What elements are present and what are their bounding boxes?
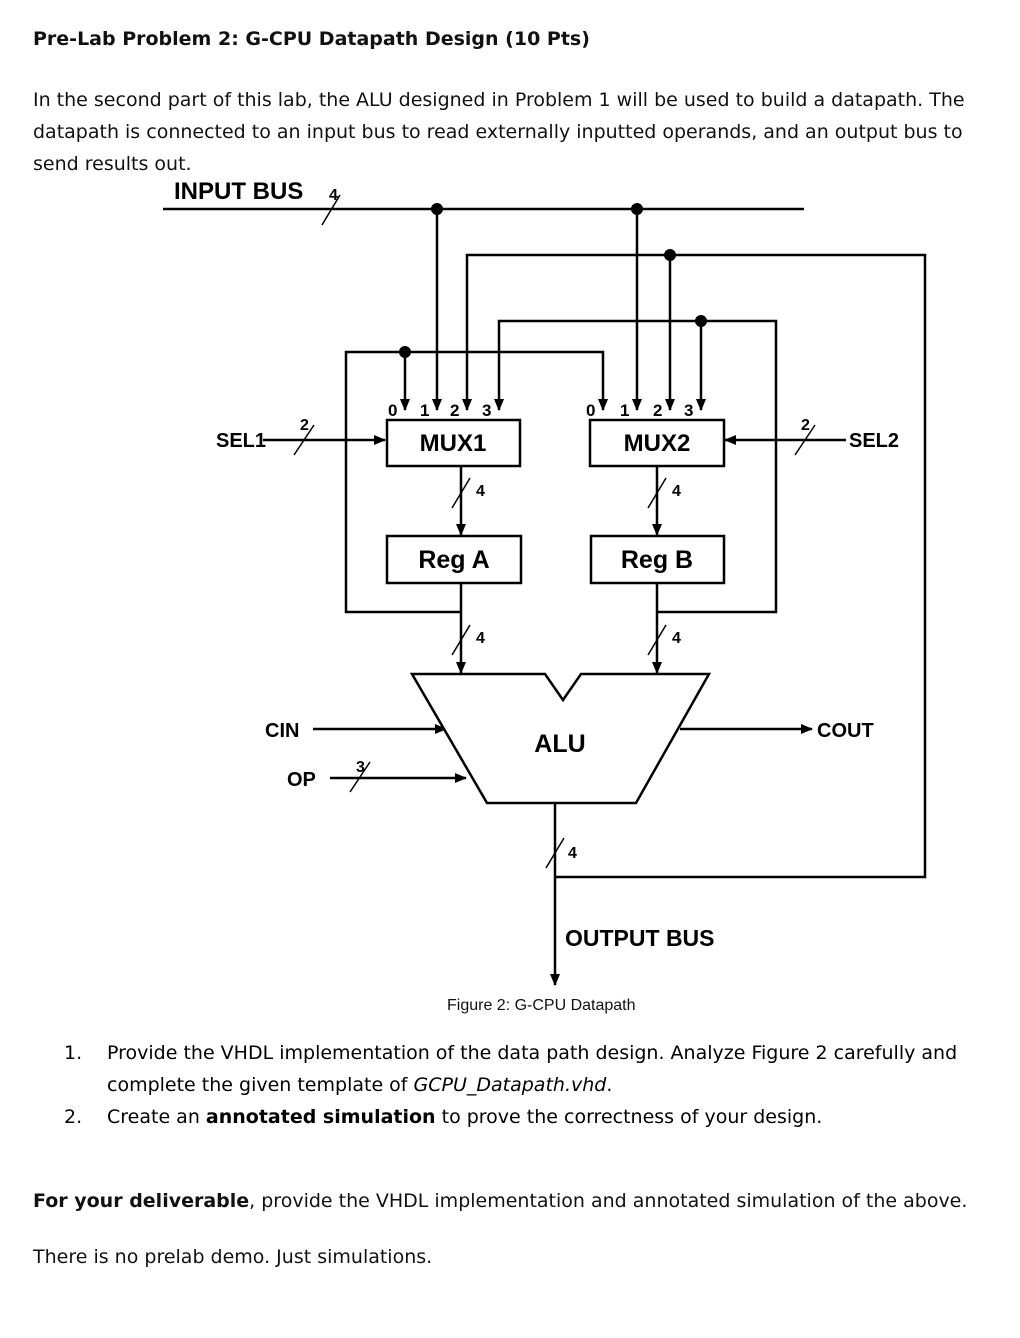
junction-dot [664, 249, 676, 261]
op-width: 3 [356, 759, 365, 776]
datapath-diagram: INPUT BUS 4 MUX1 MUX2 0 1 2 3 0 1 2 3 SE… [163, 178, 927, 1014]
no-demo-note: There is no prelab demo. Just simulation… [33, 1246, 433, 1268]
sel1-width: 2 [300, 417, 309, 434]
mux2-in-1: 1 [620, 401, 629, 420]
reg-b-box [589, 534, 726, 585]
mux1-box [385, 418, 522, 468]
mux1-in-2: 2 [450, 401, 459, 420]
list-number: 1. [64, 1042, 83, 1064]
task-text-end: to prove the correctness of your design. [435, 1106, 823, 1128]
alu-label: ALU [534, 730, 585, 758]
cout-label: COUT [817, 720, 874, 742]
mux1-in-1: 1 [420, 401, 429, 420]
deliverable-paragraph: For your deliverable, provide the VHDL i… [33, 1190, 967, 1212]
task-text: Provide the VHDL implementation of the d… [107, 1042, 958, 1096]
task-text: Create an [107, 1106, 206, 1128]
mux1-label: MUX1 [420, 430, 487, 457]
sel2-width: 2 [801, 417, 810, 434]
task-emphasis: annotated simulation [205, 1106, 436, 1128]
sel1-label: SEL1 [216, 430, 266, 452]
figure-caption: Figure 2: G-CPU Datapath [447, 997, 636, 1014]
mux1-out-width: 4 [476, 483, 485, 500]
junction-dot [695, 315, 707, 327]
deliverable-emphasis: For your deliverable [33, 1190, 250, 1212]
reg-b-label: Reg B [621, 546, 693, 574]
mux2-label: MUX2 [624, 430, 691, 457]
mux2-in-0: 0 [586, 401, 595, 420]
task-list: 1. Provide the VHDL implementation of th… [64, 1037, 964, 1133]
alu-shape [409, 672, 712, 805]
file-name: GCPU_Datapath.vhd [413, 1074, 607, 1096]
reg-a-box [385, 534, 523, 585]
input-bus-width: 4 [329, 187, 338, 204]
cin-label: CIN [265, 720, 299, 742]
problem-heading: Pre-Lab Problem 2: G-CPU Datapath Design… [33, 28, 590, 50]
input-bus-label: INPUT BUS [174, 178, 303, 205]
mux1-in-0: 0 [388, 401, 397, 420]
junction-dot [399, 346, 411, 358]
intro-paragraph: In the second part of this lab, the ALU … [33, 89, 965, 175]
mux2-out-width: 4 [672, 483, 681, 500]
junction-dot [631, 203, 643, 215]
list-number: 2. [64, 1106, 83, 1128]
mux2-in-3: 3 [684, 401, 693, 420]
list-item: 1. Provide the VHDL implementation of th… [64, 1037, 964, 1101]
output-bus-label: OUTPUT BUS [565, 925, 715, 951]
mux2-in-2: 2 [653, 401, 662, 420]
sel2-label: SEL2 [849, 430, 899, 452]
deliverable-text: , provide the VHDL implementation and an… [249, 1190, 968, 1212]
reg-b-out-width: 4 [672, 630, 681, 647]
input-bus-slash [321, 194, 341, 226]
task-text-end: . [606, 1074, 613, 1096]
reg-a-label: Reg A [418, 546, 489, 574]
junction-dot [431, 203, 443, 215]
reg-a-out-width: 4 [476, 630, 485, 647]
op-label: OP [287, 769, 316, 791]
alu-out-width: 4 [568, 845, 577, 862]
mux1-in-3: 3 [482, 401, 491, 420]
list-item: 2. Create an annotated simulation to pro… [64, 1101, 964, 1133]
mux2-box [588, 418, 726, 468]
